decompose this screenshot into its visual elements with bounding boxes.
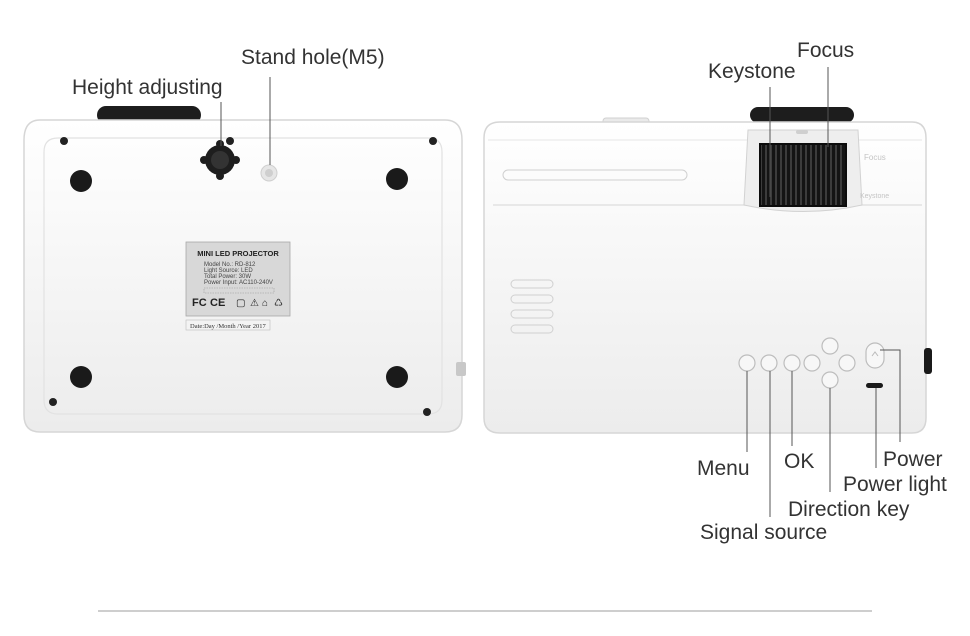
callout-power: Power xyxy=(883,448,943,471)
callout-height-adjusting: Height adjusting xyxy=(72,76,223,99)
direction-up-button[interactable] xyxy=(821,337,839,355)
leader-power xyxy=(880,349,901,442)
screw-hole xyxy=(226,137,234,145)
callout-stand-hole: Stand hole(M5) xyxy=(241,46,385,69)
focus-keystone-wheel xyxy=(760,144,846,206)
power-button[interactable] xyxy=(865,342,885,369)
product-label: MINI LED PROJECTOR Model No.: RD-812 Lig… xyxy=(185,241,291,317)
label-line: Total Power: 30W xyxy=(204,274,251,280)
fcc-mark: FC xyxy=(192,297,207,309)
screw-hole xyxy=(429,137,437,145)
focus-print: Focus xyxy=(864,153,886,162)
screw-hole xyxy=(423,408,431,416)
side-bump xyxy=(924,348,932,374)
screw-hole xyxy=(60,137,68,145)
ce-mark: CE xyxy=(210,297,225,309)
date-sticker: Date:Day /Month /Year 2017 xyxy=(185,319,271,331)
height-adjusting-knob xyxy=(200,140,240,180)
direction-left-button[interactable] xyxy=(803,354,821,372)
menu-button[interactable] xyxy=(738,354,756,372)
warning-mark: ⚠ xyxy=(250,298,259,309)
rubber-foot xyxy=(70,170,92,192)
power-icon xyxy=(871,351,879,357)
label-title: MINI LED PROJECTOR xyxy=(197,249,279,258)
control-panel xyxy=(738,337,885,389)
label-line: Power Input: AC110-240V xyxy=(204,280,273,286)
source-button[interactable] xyxy=(760,354,778,372)
callout-power-light: Power light xyxy=(843,473,947,496)
callout-menu: Menu xyxy=(697,457,750,480)
callout-focus: Focus xyxy=(797,39,854,62)
lens-top-ring xyxy=(750,107,854,123)
projector-bottom-view: MINI LED PROJECTOR Model No.: RD-812 Lig… xyxy=(23,106,466,433)
leader-lines xyxy=(220,67,901,517)
keystone-print: Keystone xyxy=(860,193,889,200)
direction-down-button[interactable] xyxy=(821,371,839,389)
rubber-foot xyxy=(70,366,92,388)
side-port xyxy=(456,362,466,376)
label-line: Light Source: LED xyxy=(204,268,253,274)
callout-keystone: Keystone xyxy=(708,60,796,83)
callout-labels: Height adjusting Stand hole(M5) Keystone… xyxy=(72,39,947,544)
top-slot xyxy=(502,169,688,181)
double-insulation-mark: ▢ xyxy=(236,298,245,309)
lens-dots xyxy=(796,130,808,134)
power-light xyxy=(866,383,883,388)
rubber-foot xyxy=(386,168,408,190)
label-line: Model No.: RD-812 xyxy=(204,262,256,268)
callout-ok: OK xyxy=(784,450,814,473)
indoor-mark: ⌂ xyxy=(262,298,268,309)
ok-button[interactable] xyxy=(783,354,801,372)
side-vents xyxy=(510,279,554,334)
direction-right-button[interactable] xyxy=(838,354,856,372)
screw-hole xyxy=(49,398,57,406)
projector-top-view: Focus Keystone xyxy=(483,107,932,434)
recycle-mark: ♺ xyxy=(274,298,283,309)
rubber-foot xyxy=(386,366,408,388)
date-line: Date:Day /Month /Year 2017 xyxy=(190,323,266,330)
callout-signal-source: Signal source xyxy=(700,521,827,544)
stand-hole-inner xyxy=(265,169,273,177)
callout-direction-key: Direction key xyxy=(788,498,910,521)
